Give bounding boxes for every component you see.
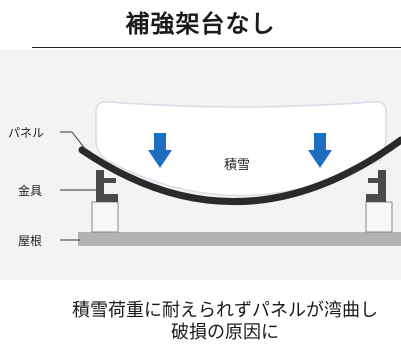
bracket-label: 金具	[18, 184, 43, 198]
caption-line-1: 積雪荷重に耐えられずパネルが湾曲し	[72, 300, 378, 321]
roof-label: 屋根	[18, 234, 43, 248]
caption-box: 積雪荷重に耐えられずパネルが湾曲し 破損の原因に	[30, 290, 401, 354]
title-divider	[32, 47, 401, 48]
page-title: 補強架台なし	[125, 10, 276, 38]
right-bracket	[366, 170, 386, 202]
arrow-down-icon	[308, 133, 332, 168]
left-support-post	[91, 201, 119, 233]
snow-mass	[95, 100, 387, 197]
panel-leader-line-diagonal	[71, 131, 87, 151]
caption-line-2: 破損の原因に	[171, 322, 279, 343]
roof-bar	[78, 232, 401, 246]
bent-panel	[78, 136, 401, 205]
left-bracket	[96, 170, 118, 202]
panel-label: パネル	[8, 126, 45, 140]
right-support-post	[365, 201, 393, 233]
arrow-down-icon	[148, 133, 172, 168]
snow-label: 積雪	[224, 158, 251, 173]
